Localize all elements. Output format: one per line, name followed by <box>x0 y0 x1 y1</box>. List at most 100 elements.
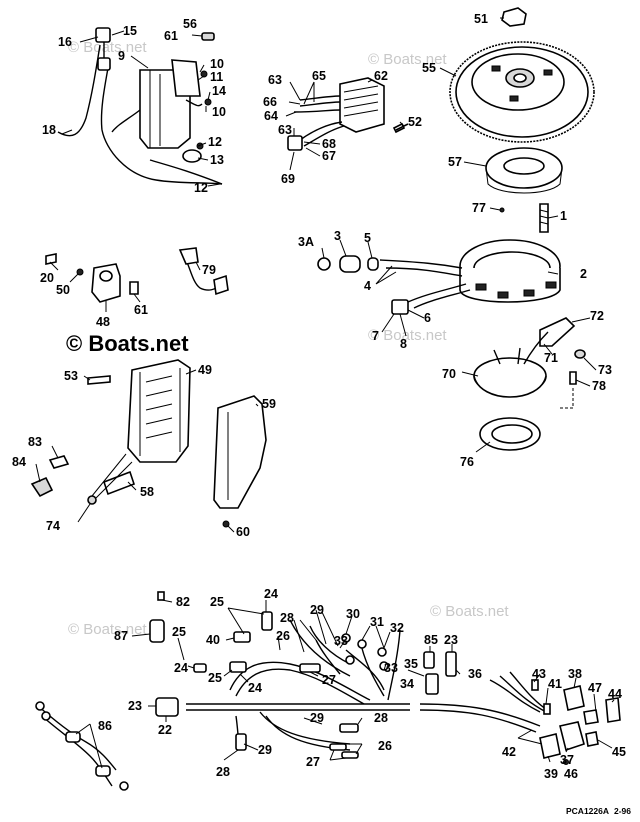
callout-label: 1 <box>560 209 567 223</box>
callout-label: 3 <box>334 229 341 243</box>
callout-label: 63 <box>278 123 292 137</box>
callout-label: 28 <box>216 765 230 779</box>
watermark: © Boats.net <box>368 327 447 344</box>
callout-label: 40 <box>206 633 220 647</box>
callout-label: 86 <box>98 719 112 733</box>
leader-lines <box>35 17 615 769</box>
callout-label: 85 <box>424 633 438 647</box>
callout-label: 2 <box>580 267 587 281</box>
callout-label: 74 <box>46 519 60 533</box>
callout-label: 24 <box>248 681 262 695</box>
callout-label: 26 <box>276 629 290 643</box>
callout-label: 56 <box>183 17 197 31</box>
callout-label: 76 <box>460 455 474 469</box>
callout-label: 34 <box>400 677 414 691</box>
wiring-harness-group <box>35 591 621 791</box>
callout-label: 77 <box>472 201 486 215</box>
callout-label: 5 <box>364 231 371 245</box>
callout-label: 84 <box>12 455 26 469</box>
callout-label: 44 <box>608 687 622 701</box>
callout-label: 28 <box>280 611 294 625</box>
watermark: © Boats.net <box>430 603 509 620</box>
callout-label: 39 <box>544 767 558 781</box>
callout-label: 33 <box>334 634 348 648</box>
callout-label: 87 <box>114 629 128 643</box>
callout-label: 52 <box>408 115 422 129</box>
drawing-date: 2-96 <box>614 806 631 816</box>
callout-label: 9 <box>118 49 125 63</box>
callout-label: 7 <box>372 329 379 343</box>
callout-label: 36 <box>468 667 482 681</box>
callout-label: 13 <box>210 153 224 167</box>
callout-label: 46 <box>564 767 578 781</box>
callout-label: 33 <box>384 661 398 675</box>
callout-label: 61 <box>164 29 178 43</box>
callout-label: 26 <box>378 739 392 753</box>
callout-label: 62 <box>374 69 388 83</box>
callout-label: 32 <box>390 621 404 635</box>
callout-label: 10 <box>210 57 224 71</box>
stator-group <box>317 239 586 451</box>
callout-label: 57 <box>448 155 462 169</box>
flywheel-group <box>395 7 595 233</box>
callout-label: 25 <box>172 625 186 639</box>
callout-label: 82 <box>176 595 190 609</box>
callout-label: 64 <box>264 109 278 123</box>
callout-label: 51 <box>474 12 488 26</box>
callout-label: 50 <box>56 283 70 297</box>
callout-label: 12 <box>208 135 222 149</box>
callout-label: 47 <box>588 681 602 695</box>
callout-label: 30 <box>346 607 360 621</box>
callout-label: 6 <box>424 311 431 325</box>
callout-label: 59 <box>262 397 276 411</box>
callout-label: 68 <box>322 137 336 151</box>
callout-label: 58 <box>140 485 154 499</box>
callout-label: 28 <box>374 711 388 725</box>
callout-label: 73 <box>598 363 612 377</box>
callout-label: 35 <box>404 657 418 671</box>
watermark: © Boats.net <box>68 39 147 56</box>
callout-label: 16 <box>58 35 72 49</box>
callout-label: 38 <box>568 667 582 681</box>
callout-label: 20 <box>40 271 54 285</box>
callout-label: 4 <box>364 279 371 293</box>
mounting-bracket-group <box>30 359 267 528</box>
callout-label: 70 <box>442 367 456 381</box>
callout-label: 60 <box>236 525 250 539</box>
callout-label: 24 <box>174 661 188 675</box>
callout-label: 23 <box>128 699 142 713</box>
callout-label: 63 <box>268 73 282 87</box>
callout-label: 29 <box>310 711 324 725</box>
callout-label: 66 <box>263 95 277 109</box>
watermark: © Boats.net <box>368 51 447 68</box>
watermark-large: © Boats.net <box>66 331 189 356</box>
callout-label: 25 <box>208 671 222 685</box>
callout-label: 79 <box>202 263 216 277</box>
callout-label: 18 <box>42 123 56 137</box>
callout-label: 71 <box>544 351 558 365</box>
callout-label: 11 <box>210 70 223 84</box>
callout-label: 10 <box>212 105 226 119</box>
callout-label: 27 <box>306 755 320 769</box>
callout-label: 3A <box>298 235 314 249</box>
callout-label: 67 <box>322 149 336 163</box>
callout-label: 14 <box>212 84 226 98</box>
callout-label: 42 <box>502 745 516 759</box>
callout-label: 25 <box>210 595 224 609</box>
callout-label: 83 <box>28 435 42 449</box>
callout-label: 22 <box>158 723 172 737</box>
callout-label: 23 <box>444 633 458 647</box>
callout-label: 8 <box>400 337 407 351</box>
callout-label: 41 <box>548 677 562 691</box>
callout-label: 24 <box>264 587 278 601</box>
callout-label: 43 <box>532 667 546 681</box>
callout-label: 78 <box>592 379 606 393</box>
callout-labels: 15 16 9 56 61 10 11 14 10 18 12 13 12 63… <box>12 12 626 781</box>
callout-label: 49 <box>198 363 212 377</box>
callout-label: 45 <box>612 745 626 759</box>
ignition-coil-group <box>57 27 223 185</box>
callout-label: 55 <box>422 61 436 75</box>
callout-label: 31 <box>370 615 384 629</box>
callout-label: 29 <box>258 743 272 757</box>
